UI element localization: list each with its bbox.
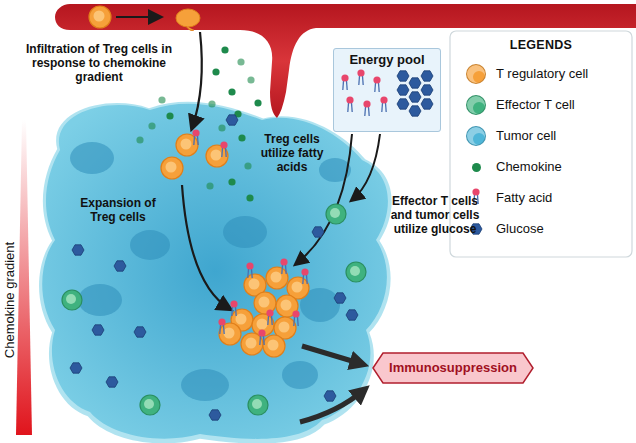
energy-pool-contents bbox=[341, 69, 433, 116]
node-label: Immunosuppression bbox=[372, 360, 534, 376]
suppression-arrow bbox=[300, 390, 364, 422]
legend-box bbox=[450, 31, 632, 257]
legend-heading: LEGENDS bbox=[450, 38, 632, 52]
legend-label: Fatty acid bbox=[496, 190, 552, 206]
annotation-text: Treg cells utilize fatty acids bbox=[257, 132, 327, 174]
legend-label: Effector T cell bbox=[496, 97, 575, 113]
legend-label: T regulatory cell bbox=[496, 66, 588, 82]
expansion-arrow bbox=[182, 185, 230, 309]
suppression-arrow bbox=[302, 346, 362, 364]
annotation-text: Effector T cells and tumor cells utilize… bbox=[380, 194, 490, 236]
vessel-treg-cells bbox=[89, 6, 200, 31]
energy-pool-fill bbox=[333, 48, 441, 132]
infiltrating-treg-cells bbox=[161, 129, 228, 179]
hexagon-shape bbox=[373, 353, 533, 383]
effector-cells bbox=[62, 204, 366, 415]
node-label: Energy pool bbox=[338, 52, 436, 68]
energy-pool-box: Energy pool bbox=[333, 48, 441, 132]
annotation-text: Infiltration of Treg cells in response t… bbox=[25, 42, 173, 84]
treg-cluster bbox=[218, 258, 309, 357]
legend-swatch bbox=[466, 126, 486, 146]
glucose-arrow bbox=[352, 134, 380, 200]
legend-swatch bbox=[472, 163, 481, 172]
legend-label: Chemokine bbox=[496, 159, 562, 175]
infiltration-arrow bbox=[192, 32, 202, 128]
legend-swatch bbox=[466, 95, 486, 115]
gradient-wedge bbox=[16, 120, 32, 435]
tumor-mass bbox=[39, 102, 392, 443]
legend-label: Tumor cell bbox=[496, 128, 556, 144]
legend-swatch bbox=[466, 64, 486, 84]
outcome-hexagon: Immunosuppression bbox=[372, 352, 534, 384]
axis-label: Chemokine gradient bbox=[3, 242, 17, 358]
glucose-molecules bbox=[70, 115, 358, 420]
annotation-text: Expansion of Treg cells bbox=[70, 196, 166, 224]
legend-label: Glucose bbox=[496, 221, 544, 237]
